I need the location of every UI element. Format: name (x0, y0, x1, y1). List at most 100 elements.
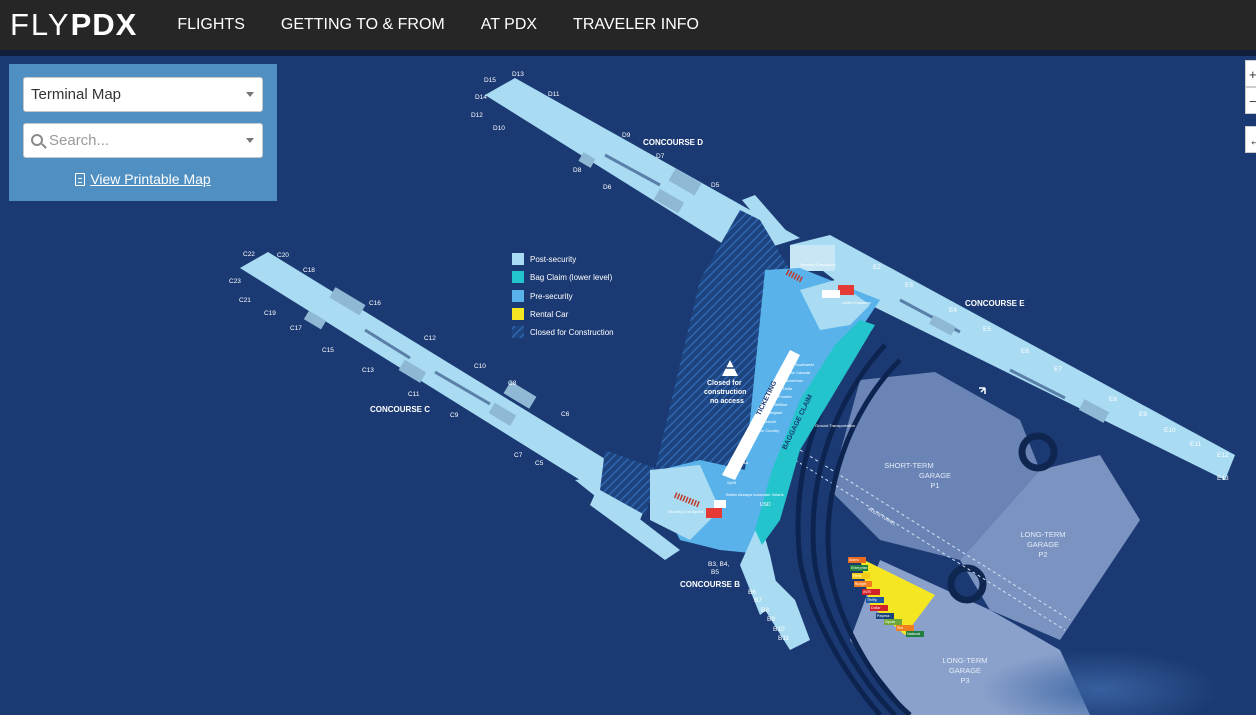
nav-at-pdx[interactable]: AT PDX (480, 16, 538, 33)
gate-label-e2: E2 (873, 264, 881, 271)
legend-swatch-post-security (512, 253, 524, 265)
gate-label-c11: C11 (408, 391, 420, 398)
gate-label-c20: C20 (277, 252, 289, 259)
back-arrow-button[interactable]: ← (1245, 126, 1256, 153)
gate-label-e10: E10 (1164, 427, 1176, 434)
legend-label-closed: Closed for Construction (530, 328, 614, 337)
gate-label-e13: E13 (1217, 475, 1229, 482)
dropdown-caret-icon (246, 92, 254, 97)
airline-label: Air Canada (790, 370, 811, 375)
terminal-map[interactable]: CONCOURSE D CONCOURSE C CONCOURSE E CONC… (0, 56, 1256, 715)
closed-note-line1: Closed for (707, 380, 742, 387)
security-checkpoints (673, 269, 854, 518)
gate-label-e4: E4 (949, 307, 957, 314)
gate-label-c9: C9 (450, 412, 459, 419)
gate-label-c23: C23 (229, 278, 241, 285)
garage-p2-line3: P2 (1038, 550, 1047, 559)
print-link-label: View Printable Map (90, 171, 211, 187)
garage-p1-line2: GARAGE (919, 471, 951, 480)
gate-label-c13: C13 (362, 367, 374, 374)
baggage-claim-strip (755, 320, 875, 545)
gate-label-c12: C12 (424, 335, 436, 342)
rental-brand-payless: Payless (876, 613, 894, 619)
gate-label-c17: C17 (290, 325, 302, 332)
gate-label-e9: E9 (1139, 411, 1147, 418)
rental-brand-avis: AVIS (862, 589, 880, 595)
svg-text:National: National (907, 632, 920, 636)
gate-label-b3b4: B3, B4, (708, 561, 730, 568)
airline-label: Spirit (727, 480, 737, 485)
search-placeholder: Search... (49, 132, 110, 149)
gate-label-d6: D6 (603, 184, 612, 191)
airline-label: JetBlue (774, 402, 788, 407)
gate-label-d14: D14 (475, 94, 487, 101)
logo-fly: FLY (10, 7, 71, 42)
nav-divider (0, 50, 1256, 56)
garage-p1-line3: P1 (930, 481, 939, 490)
map-type-select[interactable]: Terminal Map (23, 77, 263, 112)
ticketing-counter (722, 350, 800, 480)
construction-cone-icon (722, 360, 738, 376)
search-input[interactable]: Search... (23, 123, 263, 158)
view-printable-map-link[interactable]: View Printable Map (9, 171, 277, 187)
legend-swatch-rental-car (512, 308, 524, 320)
airline-label: WestJet (762, 419, 777, 424)
gate-label-c19: C19 (264, 310, 276, 317)
rental-brand-alamo: Alamo (848, 557, 866, 563)
gate-label-c10: C10 (474, 363, 486, 370)
rental-brand-dollar: Dollar (870, 605, 888, 611)
legend-swatch-bag-claim (512, 271, 524, 283)
gate-label-b7: B7 (754, 597, 762, 604)
gate-label-b10: B10 (773, 626, 785, 633)
rental-brand-zipcar: Zipcar (884, 619, 902, 625)
label-security-b: Security Checkpoint (668, 509, 704, 514)
airline-label: Allegiant (767, 410, 783, 415)
airline-label: British Airways Icelandair Volaris (726, 492, 784, 497)
garage-p2-line1: LONG-TERM (1021, 530, 1066, 539)
nav-flights[interactable]: FLIGHTS (177, 16, 245, 33)
zoom-out-button[interactable]: − (1245, 87, 1256, 114)
concourse-e[interactable] (790, 235, 1235, 480)
legend-label-rental-car: Rental Car (530, 310, 569, 319)
label-security-e: Security Checkpoint (800, 262, 836, 267)
svg-text:Payless: Payless (877, 614, 890, 618)
gate-label-d5: D5 (711, 182, 720, 189)
gate-label-c6: C6 (561, 411, 570, 418)
gate-label-b5: B5 (711, 569, 719, 576)
svg-text:Alamo: Alamo (849, 558, 859, 562)
main-nav: FLIGHTS GETTING TO & FROM AT PDX TRAVELE… (177, 16, 735, 34)
terminal-map-svg[interactable]: CONCOURSE D CONCOURSE C CONCOURSE E CONC… (0, 56, 1256, 715)
gate-label-e12: E12 (1217, 452, 1229, 459)
airline-label: Sun Country (757, 428, 779, 433)
legend-label-bag-claim: Bag Claim (lower level) (530, 273, 613, 282)
concourse-d[interactable] (485, 78, 800, 256)
rental-brand-national: National (906, 631, 924, 637)
rental-brand-sixt: Sixt (896, 625, 914, 631)
direction-arrow-icon (979, 387, 986, 394)
label-concourse-b: CONCOURSE B (680, 580, 740, 589)
svg-text:Sixt: Sixt (897, 626, 903, 630)
airline-label: American (786, 378, 803, 383)
svg-text:Dollar: Dollar (871, 606, 881, 610)
zoom-in-button[interactable]: + (1245, 60, 1256, 87)
gate-label-c22: C22 (243, 251, 255, 258)
svg-text:Zipcar: Zipcar (885, 620, 896, 624)
garage-p1-line1: SHORT-TERM (884, 461, 933, 470)
nav-getting-to-from[interactable]: GETTING TO & FROM (280, 16, 445, 33)
rental-brand-hertz: Hertz (852, 573, 870, 579)
search-icon (31, 133, 43, 146)
garage-p3-line1: LONG-TERM (943, 656, 988, 665)
label-concourse-c: CONCOURSE C (370, 405, 430, 414)
rental-car-area (860, 558, 935, 635)
svg-text:Enterprise: Enterprise (851, 566, 867, 570)
gate-label-c16: C16 (369, 300, 381, 307)
svg-text:Hertz: Hertz (853, 574, 862, 578)
gate-label-c7: C7 (514, 452, 523, 459)
dropdown-caret-icon (246, 138, 254, 143)
gate-label-c15: C15 (322, 347, 334, 354)
nav-traveler-info[interactable]: TRAVELER INFO (573, 16, 699, 33)
